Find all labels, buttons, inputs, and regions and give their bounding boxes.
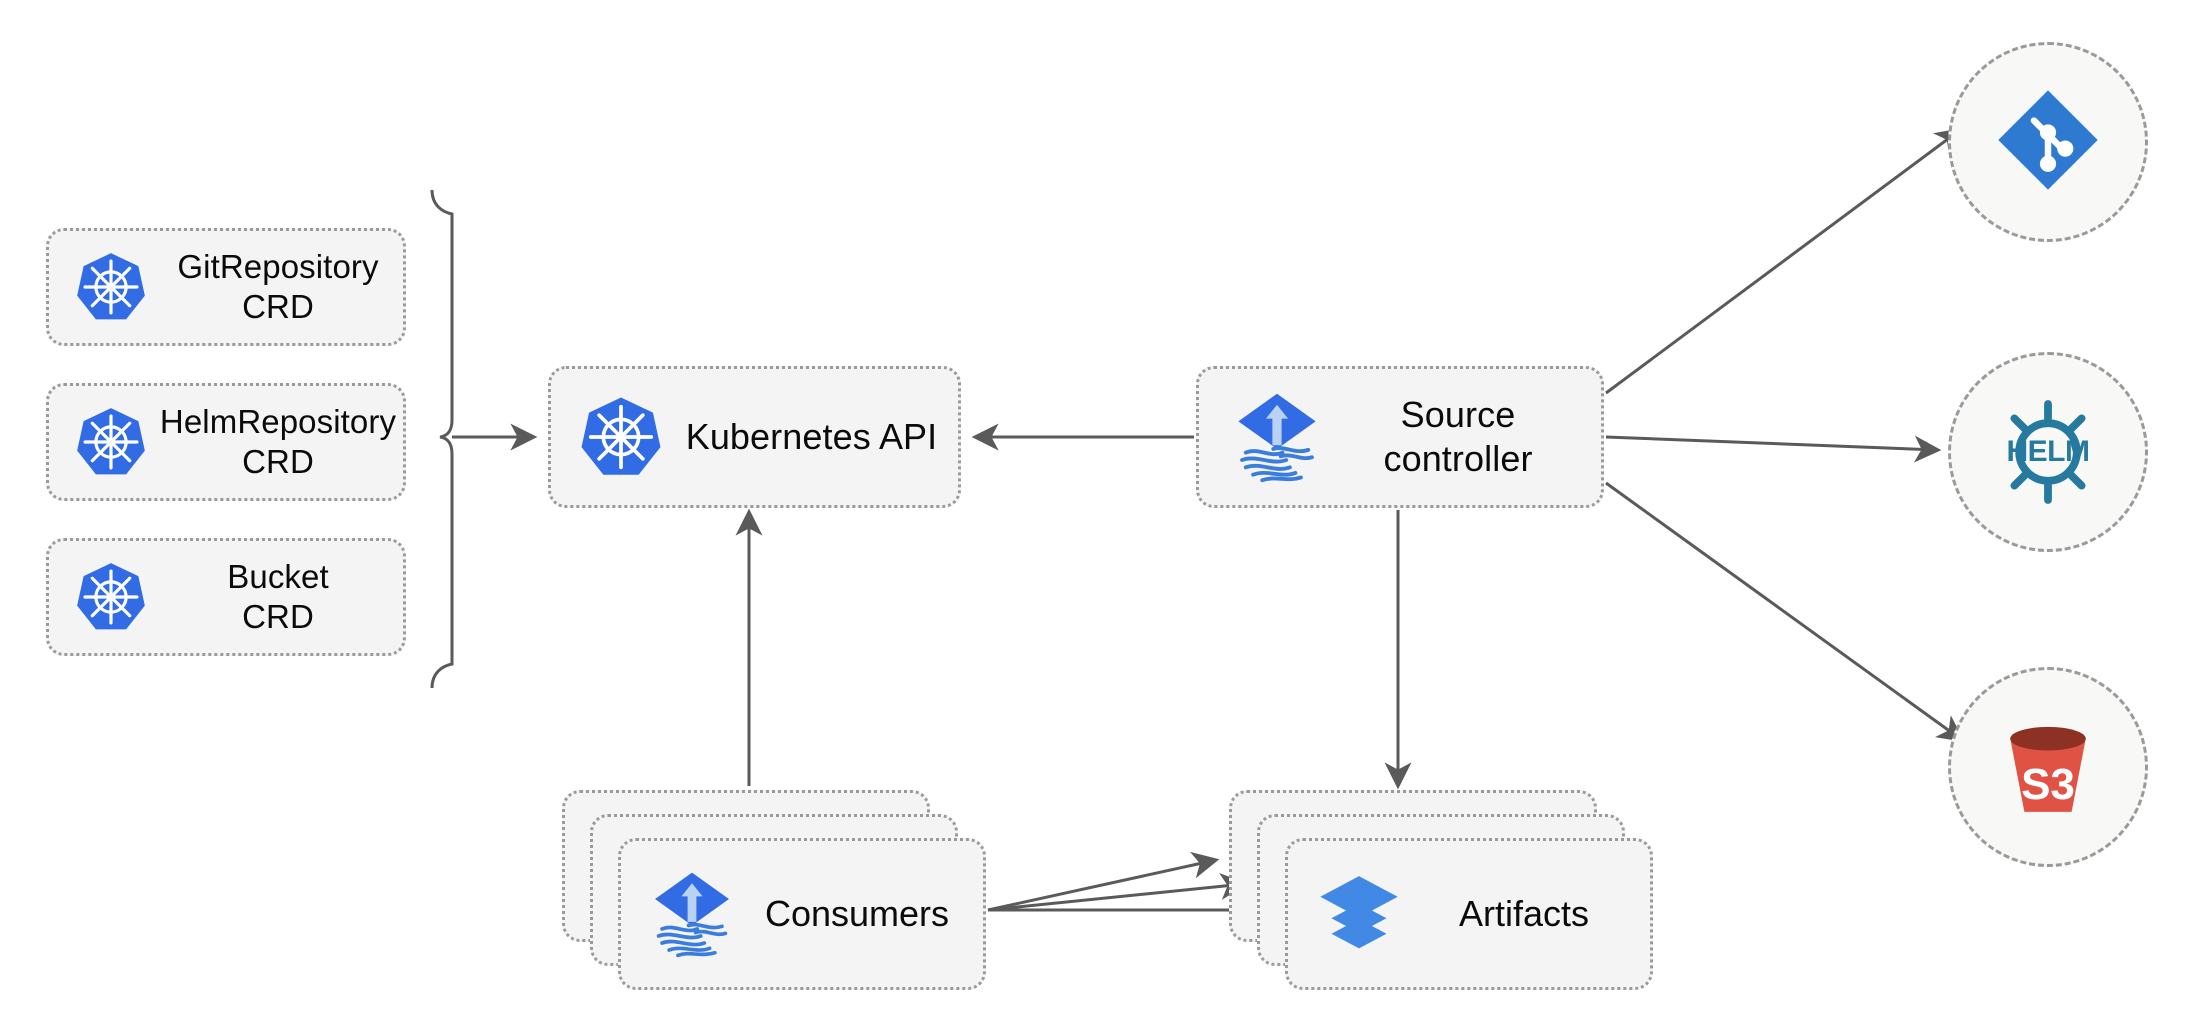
- external-source-git[interactable]: [1948, 42, 2148, 242]
- crd-box-bucket[interactable]: Bucket CRD: [46, 538, 406, 656]
- s3-bucket-icon: S3: [1989, 708, 2107, 826]
- wire-source-controller-to-git: [1605, 127, 1963, 395]
- helm-icon: HELM: [1988, 392, 2108, 512]
- kubernetes-icon: [567, 395, 675, 479]
- git-icon: [1994, 86, 2102, 199]
- crd-box-helmrepository[interactable]: HelmRepository CRD: [46, 383, 406, 501]
- crd-box-gitrepository[interactable]: GitRepository CRD: [46, 228, 406, 346]
- helm-wordmark: HELM: [2006, 435, 2091, 468]
- external-source-helm[interactable]: HELM: [1948, 352, 2148, 552]
- artifacts-card-front[interactable]: Artifacts: [1285, 838, 1653, 990]
- kubernetes-icon: [63, 251, 159, 323]
- node-label: Artifacts: [1458, 893, 1590, 934]
- flux-icon: [1225, 387, 1329, 487]
- consumers-card-front[interactable]: Consumers: [618, 838, 986, 990]
- node-label: Source controller: [1383, 394, 1533, 479]
- node-artifacts[interactable]: Artifacts: [1229, 790, 1659, 995]
- crd-label: HelmRepository CRD: [159, 402, 397, 480]
- node-label: Consumers: [764, 893, 950, 934]
- node-kubernetes-api[interactable]: Kubernetes API: [548, 366, 961, 508]
- wire-source-controller-to-helm: [1605, 435, 1942, 463]
- node-consumers[interactable]: Consumers: [562, 790, 992, 995]
- kubernetes-icon: [63, 406, 159, 478]
- s3-wordmark: S3: [2021, 760, 2075, 809]
- flux-icon: [643, 866, 741, 962]
- crd-group-brace: [430, 189, 454, 689]
- layers-icon: [1310, 871, 1408, 957]
- node-label: Kubernetes API: [685, 416, 938, 458]
- wire-consumers-to-artifacts-2: [987, 872, 1248, 912]
- node-source-controller[interactable]: Source controller: [1196, 366, 1604, 508]
- crd-label: Bucket CRD: [227, 557, 329, 635]
- kubernetes-icon: [63, 561, 159, 633]
- external-source-s3[interactable]: S3: [1948, 667, 2148, 867]
- wire-consumers-to-artifacts-1: [987, 851, 1220, 912]
- crd-label: GitRepository CRD: [177, 247, 379, 325]
- wire-source-controller-to-s3: [1605, 481, 1965, 742]
